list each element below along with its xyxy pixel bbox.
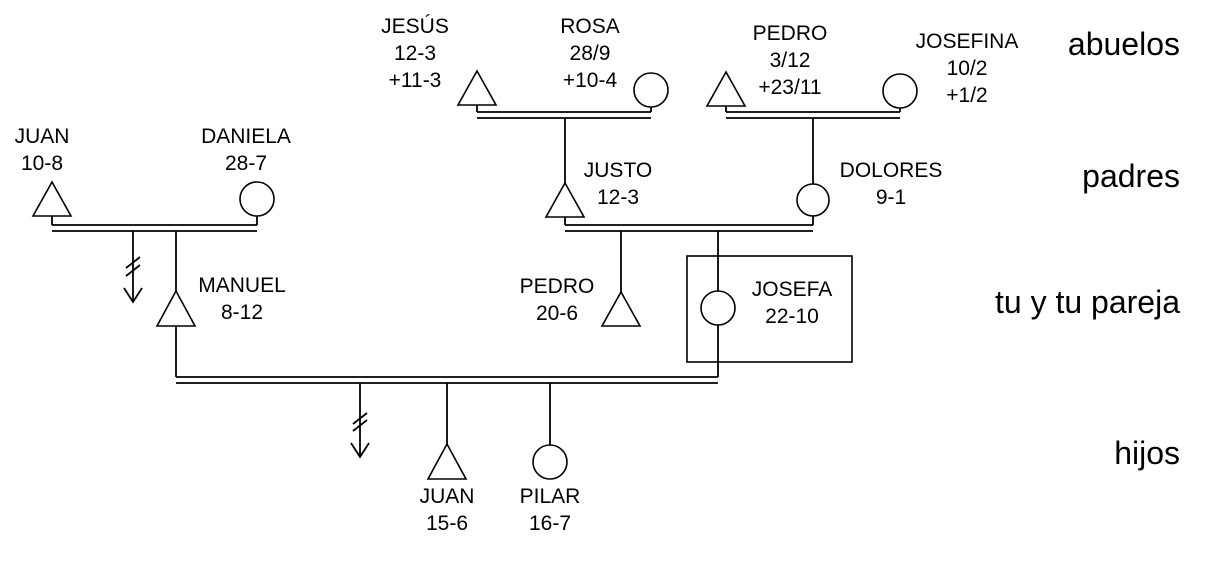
- person-name: JOSEFA: [751, 278, 833, 301]
- person-name: JUAN: [419, 485, 475, 508]
- person-birth-date: 12-3: [393, 42, 437, 65]
- miscarriage-arrow-bottom: [350, 383, 370, 459]
- person-name: PILAR: [519, 485, 581, 508]
- dolores-female-circle: [796, 183, 830, 217]
- person-manuel-label: MANUEL 8-12: [198, 272, 286, 326]
- genogram-symbols: [31, 69, 918, 480]
- person-birth-date: 15-6: [425, 512, 469, 535]
- person-birth-date: 10-8: [20, 152, 64, 175]
- generation-label-abuelos: abuelos: [1067, 26, 1180, 62]
- person-name: JUSTO: [583, 159, 653, 182]
- jesus-male-triangle: [456, 69, 498, 106]
- josefa-frame-box: [686, 255, 853, 363]
- person-pedro-pareja-label: PEDRO 20-6: [520, 273, 595, 327]
- person-dolores-label: DOLORES 9-1: [840, 157, 943, 211]
- generation-label-hijos: hijos: [1114, 435, 1180, 471]
- person-josefa-label: JOSEFA 22-10: [752, 276, 833, 330]
- person-birth-date: 9-1: [875, 186, 907, 209]
- person-name: JOSEFINA: [915, 30, 1019, 53]
- person-birth-date: 16-7: [528, 512, 572, 535]
- manuel-male-triangle: [155, 289, 197, 327]
- person-name: ROSA: [560, 15, 620, 38]
- person-josefina-label: JOSEFINA 10/2 +1/2: [916, 28, 1019, 109]
- union-line-manuel-josefa: [176, 376, 718, 384]
- person-pilar-label: PILAR 16-7: [520, 483, 581, 537]
- generation-label-padres: padres: [1082, 158, 1180, 194]
- person-rosa-label: ROSA 28/9 +10-4: [560, 13, 620, 94]
- person-juan-hijo-label: JUAN 15-6: [420, 483, 475, 537]
- person-birth-date: 8-12: [220, 301, 264, 324]
- marriage-line-jesus-rosa: [476, 104, 652, 119]
- person-name: DANIELA: [201, 125, 291, 148]
- josefina-female-circle: [882, 73, 918, 109]
- person-justo-label: JUSTO 12-3: [584, 157, 652, 211]
- pedro-abuelo-male-triangle: [705, 70, 747, 107]
- pilar-female-circle: [532, 444, 568, 480]
- person-name: JESÚS: [381, 15, 449, 38]
- person-death-date: +1/2: [946, 84, 988, 107]
- person-birth-date: 20-6: [535, 302, 579, 325]
- person-name: JUAN: [14, 125, 70, 148]
- person-juan-padre-label: JUAN 10-8: [15, 123, 70, 177]
- josefa-female-circle: [700, 290, 736, 326]
- person-birth-date: 28-7: [224, 152, 268, 175]
- juan-hijo-male-triangle: [426, 442, 468, 480]
- person-birth-date: 28/9: [569, 42, 611, 65]
- daniela-female-circle: [239, 181, 275, 217]
- person-name: PEDRO: [752, 22, 828, 45]
- marriage-line-pedro-josefina: [725, 105, 901, 119]
- person-death-date: +11-3: [388, 69, 442, 92]
- person-daniela-label: DANIELA 28-7: [201, 123, 291, 177]
- person-name: DOLORES: [839, 159, 943, 182]
- person-name: PEDRO: [519, 275, 595, 298]
- person-pedro-abuelo-label: PEDRO 3/12 +23/11: [753, 20, 828, 101]
- person-birth-date: 10/2: [946, 57, 988, 80]
- person-death-date: +10-4: [562, 69, 618, 92]
- pedro-pareja-male-triangle: [600, 290, 642, 327]
- juan-padre-male-triangle: [31, 180, 73, 217]
- person-birth-date: 22-10: [765, 305, 819, 328]
- rosa-female-circle: [633, 72, 669, 108]
- person-jesus-label: JESÚS 12-3 +11-3: [381, 13, 449, 94]
- person-birth-date: 3/12: [769, 49, 811, 72]
- miscarriage-arrow-left: [123, 231, 143, 304]
- person-name: MANUEL: [198, 274, 286, 297]
- marriage-line-juan-daniela: [51, 215, 258, 232]
- person-death-date: +23/11: [758, 76, 822, 99]
- marriage-line-justo-dolores: [564, 216, 814, 232]
- generation-label-pareja: tu y tu pareja: [995, 284, 1180, 320]
- person-birth-date: 12-3: [596, 186, 640, 209]
- justo-male-triangle: [544, 181, 586, 218]
